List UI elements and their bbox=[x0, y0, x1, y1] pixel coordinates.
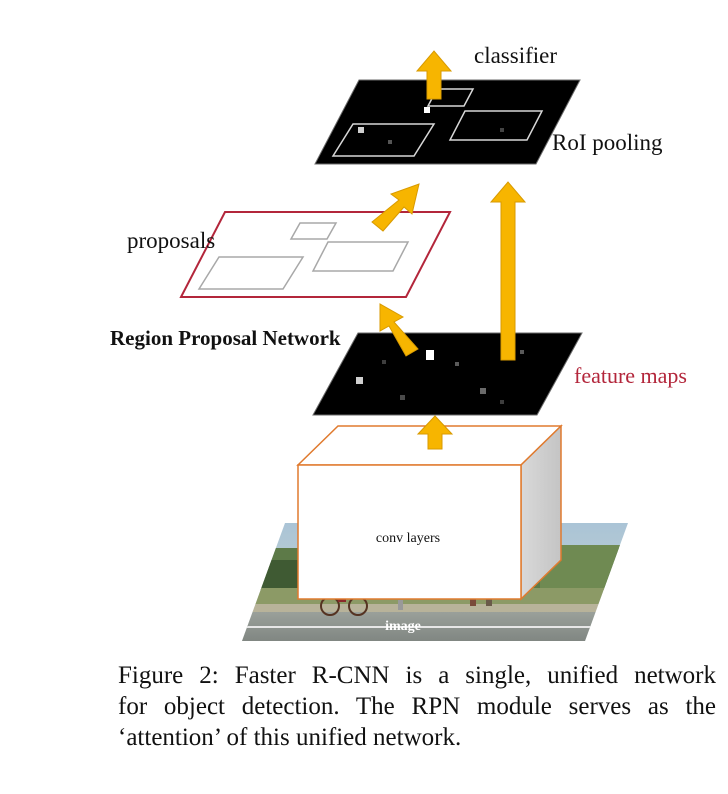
arrow-feature-to-roi bbox=[489, 181, 527, 361]
image-label: image bbox=[385, 619, 421, 634]
conv-layers-label: conv layers bbox=[376, 531, 440, 546]
classifier-label: classifier bbox=[474, 43, 557, 68]
figure-caption: Figure 2: Faster R-CNN is a single, unif… bbox=[118, 660, 716, 753]
caption-line-1: Figure 2: Faster R-CNN is a single, unif… bbox=[118, 662, 716, 689]
proposal-box bbox=[311, 241, 410, 272]
roi-pooling-label: RoI pooling bbox=[552, 130, 663, 155]
proposals-label: proposals bbox=[127, 228, 215, 253]
feature-maps-plane bbox=[312, 332, 583, 416]
proposal-box bbox=[289, 222, 338, 240]
roi-pooling-plane bbox=[314, 79, 581, 165]
rpn-label: Region Proposal Network bbox=[110, 326, 341, 350]
conv-layers-box bbox=[296, 424, 563, 601]
feature-maps-label: feature maps bbox=[574, 363, 687, 388]
conv-box-front bbox=[297, 464, 522, 600]
roi-box bbox=[448, 110, 544, 141]
arrow-conv-to-feature bbox=[416, 415, 454, 450]
proposal-box bbox=[197, 256, 305, 290]
roi-box bbox=[331, 123, 436, 157]
caption-line-2: for object detection. The RPN module ser… bbox=[118, 693, 716, 720]
caption-line-3: ‘attention’ of this unified network. bbox=[118, 724, 462, 751]
proposals-plane bbox=[179, 211, 452, 298]
arrow-proposals-to-roi bbox=[371, 183, 420, 232]
arrow-rpn bbox=[379, 303, 419, 357]
arrow-to-classifier bbox=[415, 50, 453, 100]
